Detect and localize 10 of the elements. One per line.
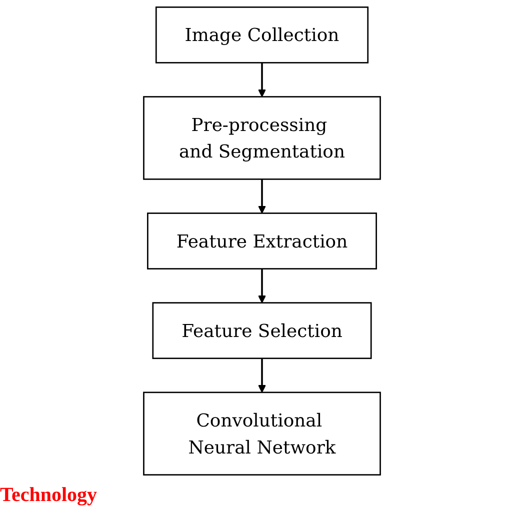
node-box: Feature Extraction	[147, 212, 377, 270]
arrow	[258, 268, 266, 304]
node-box: Convolutional Neural Network	[143, 392, 381, 476]
arrow	[258, 179, 266, 214]
node-box: Pre-processing and Segmentation	[143, 96, 381, 180]
arrow	[258, 358, 266, 393]
node-box: Image Collection	[155, 6, 369, 64]
arrow	[258, 62, 266, 98]
note-text: Technology	[0, 484, 98, 507]
node-box: Feature Selection	[152, 302, 372, 360]
